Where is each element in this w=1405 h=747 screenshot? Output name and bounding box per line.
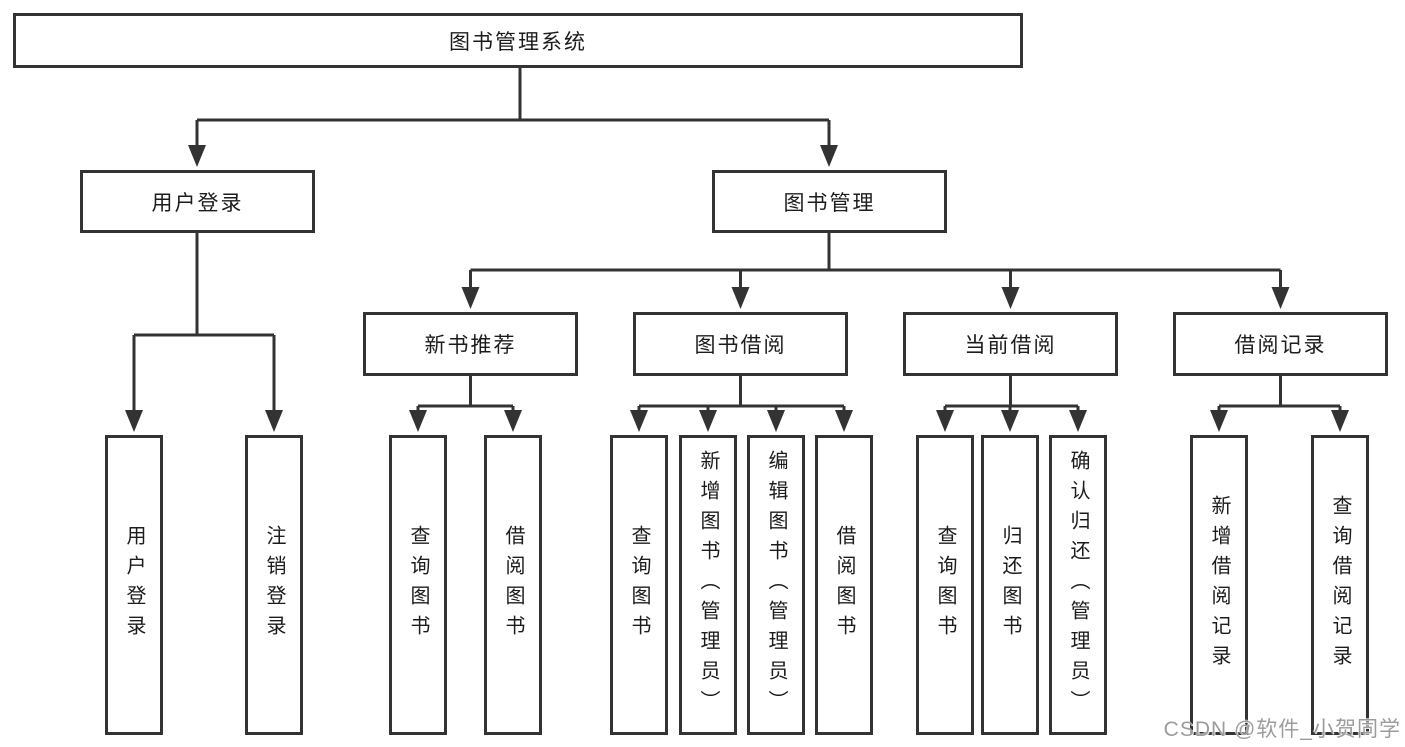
- arrowhead-icons: [125, 145, 1349, 432]
- node-label: 新增借阅记录: [1208, 495, 1230, 675]
- leaf-user-login: 用户登录: [105, 435, 163, 735]
- node-label: 当前借阅: [964, 334, 1057, 357]
- node-label: 图书管理: [783, 191, 876, 215]
- node-borrowing-records: 借阅记录: [1173, 312, 1388, 376]
- leaf-return-books: 归还图书: [981, 435, 1039, 735]
- node-current-borrowing: 当前借阅: [903, 312, 1118, 376]
- leaf-borrow-books-borrowing: 借阅图书: [815, 435, 873, 735]
- leaf-add-borrow-record: 新增借阅记录: [1190, 435, 1248, 735]
- node-label: 新书推荐: [424, 334, 517, 357]
- watermark: CSDN @软件_小贺同学: [1163, 718, 1401, 741]
- leaf-query-books-current: 查询图书: [916, 435, 974, 735]
- node-label: 确认归还（管理员）: [1067, 450, 1089, 720]
- node-label: 查询图书: [407, 525, 429, 645]
- leaf-query-books-borrowing: 查询图书: [610, 435, 668, 735]
- node-label: 借阅图书: [502, 525, 524, 645]
- node-label: 编辑图书（管理员）: [765, 450, 787, 720]
- node-label: 查询借阅记录: [1329, 495, 1351, 675]
- node-label: 查询图书: [934, 525, 956, 645]
- node-user-login: 用户登录: [80, 170, 315, 233]
- node-new-book-recommendation: 新书推荐: [363, 312, 578, 376]
- node-book-borrowing: 图书借阅: [633, 312, 848, 376]
- leaf-query-books-recommend: 查询图书: [389, 435, 447, 735]
- leaf-logout: 注销登录: [245, 435, 303, 735]
- node-label: 图书借阅: [694, 334, 787, 357]
- node-label: 用户登录: [151, 191, 244, 215]
- node-label: 图书管理系统: [449, 30, 587, 54]
- node-label: 归还图书: [999, 525, 1021, 645]
- leaf-add-books-admin: 新增图书（管理员）: [679, 435, 737, 735]
- node-label: 用户登录: [123, 525, 145, 645]
- node-label: 查询图书: [628, 525, 650, 645]
- node-label: 注销登录: [263, 525, 285, 645]
- node-book-management-system: 图书管理系统: [13, 13, 1023, 68]
- leaf-query-borrow-record: 查询借阅记录: [1311, 435, 1369, 735]
- leaf-confirm-return-admin: 确认归还（管理员）: [1049, 435, 1107, 735]
- leaf-borrow-books-recommend: 借阅图书: [484, 435, 542, 735]
- node-label: 新增图书（管理员）: [697, 450, 719, 720]
- leaf-edit-books-admin: 编辑图书（管理员）: [747, 435, 805, 735]
- node-book-management: 图书管理: [712, 170, 947, 233]
- node-label: 借阅记录: [1234, 334, 1327, 357]
- node-label: 借阅图书: [833, 525, 855, 645]
